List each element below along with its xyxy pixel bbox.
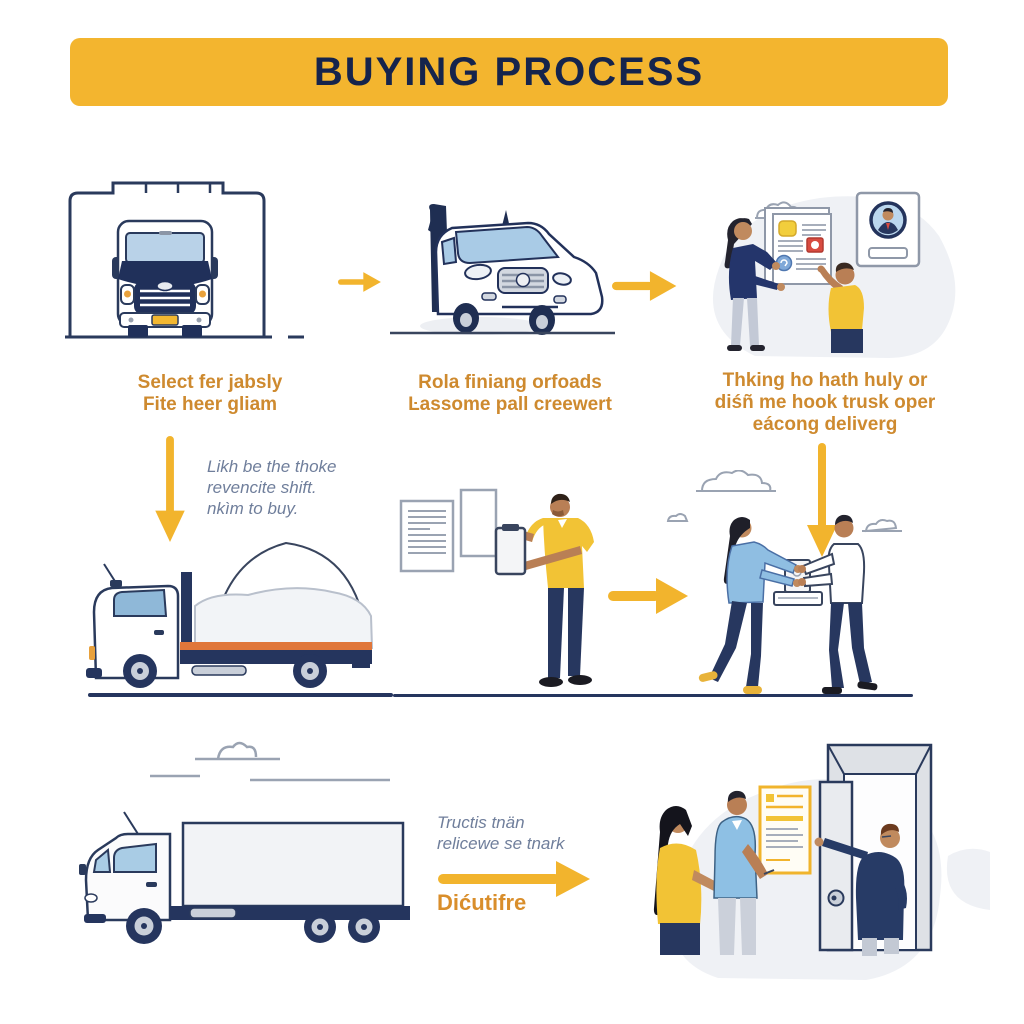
right-arrow-icon [612,271,677,301]
ground-line [393,694,913,697]
flatbed-truck-illustration [86,541,374,688]
door-delivery-illustration [653,743,990,980]
document-review-illustration [712,191,956,358]
choose-note-line3: nkìm to buy. [207,499,299,518]
box-truck-illustration [79,741,410,944]
step2-caption-line1: Rola finiang orfoads [418,372,602,393]
delivery-note-line2: relicewe se tnark [437,834,565,853]
ground-line [88,693,393,697]
clipboard-man-illustration [399,488,594,687]
package-handover-illustration [666,470,902,694]
delivery-label: Dićutifre [437,890,527,915]
delivery-note-line1: Tructis tnän [437,813,525,832]
step3-caption-line2: diśñ me hook trusk oper [714,392,936,413]
down-arrow-icon [155,436,185,543]
right-arrow-icon [338,272,381,292]
step1-caption-line2: Fite heer gliam [142,394,278,415]
step3-caption: Thking ho hath huly or diśñ me hook trus… [680,370,970,436]
page-title: BUYING PROCESS [313,49,705,94]
truck-in-garage-illustration [65,181,304,339]
step2-caption: Rola finiang orfoads Ŀassome pall creewe… [370,372,650,416]
title-banner: BUYING PROCESS [70,38,948,106]
choose-note-line2: revencite shift. [207,478,317,497]
step1-caption: Select fer jabsly Fite heer gliam [60,372,360,416]
step3-caption-line1: Thking ho hath huly or [722,370,928,391]
right-arrow-icon [438,861,590,897]
step3-caption-line3: eácong deliverg [752,414,898,435]
step2-caption-line2: Ŀassome pall creewert [408,394,612,415]
delivery-note: Tructis tnän relicewe se tnark [437,812,617,854]
choose-note-line1: Likh be the thoke [207,457,337,476]
down-arrow-icon [807,443,837,557]
right-arrow-icon [608,578,688,614]
white-van-illustration [390,204,615,335]
choose-note: Likh be the thoke revencite shift. nkìm … [207,456,377,519]
step1-caption-line1: Select fer jabsly [137,372,283,393]
